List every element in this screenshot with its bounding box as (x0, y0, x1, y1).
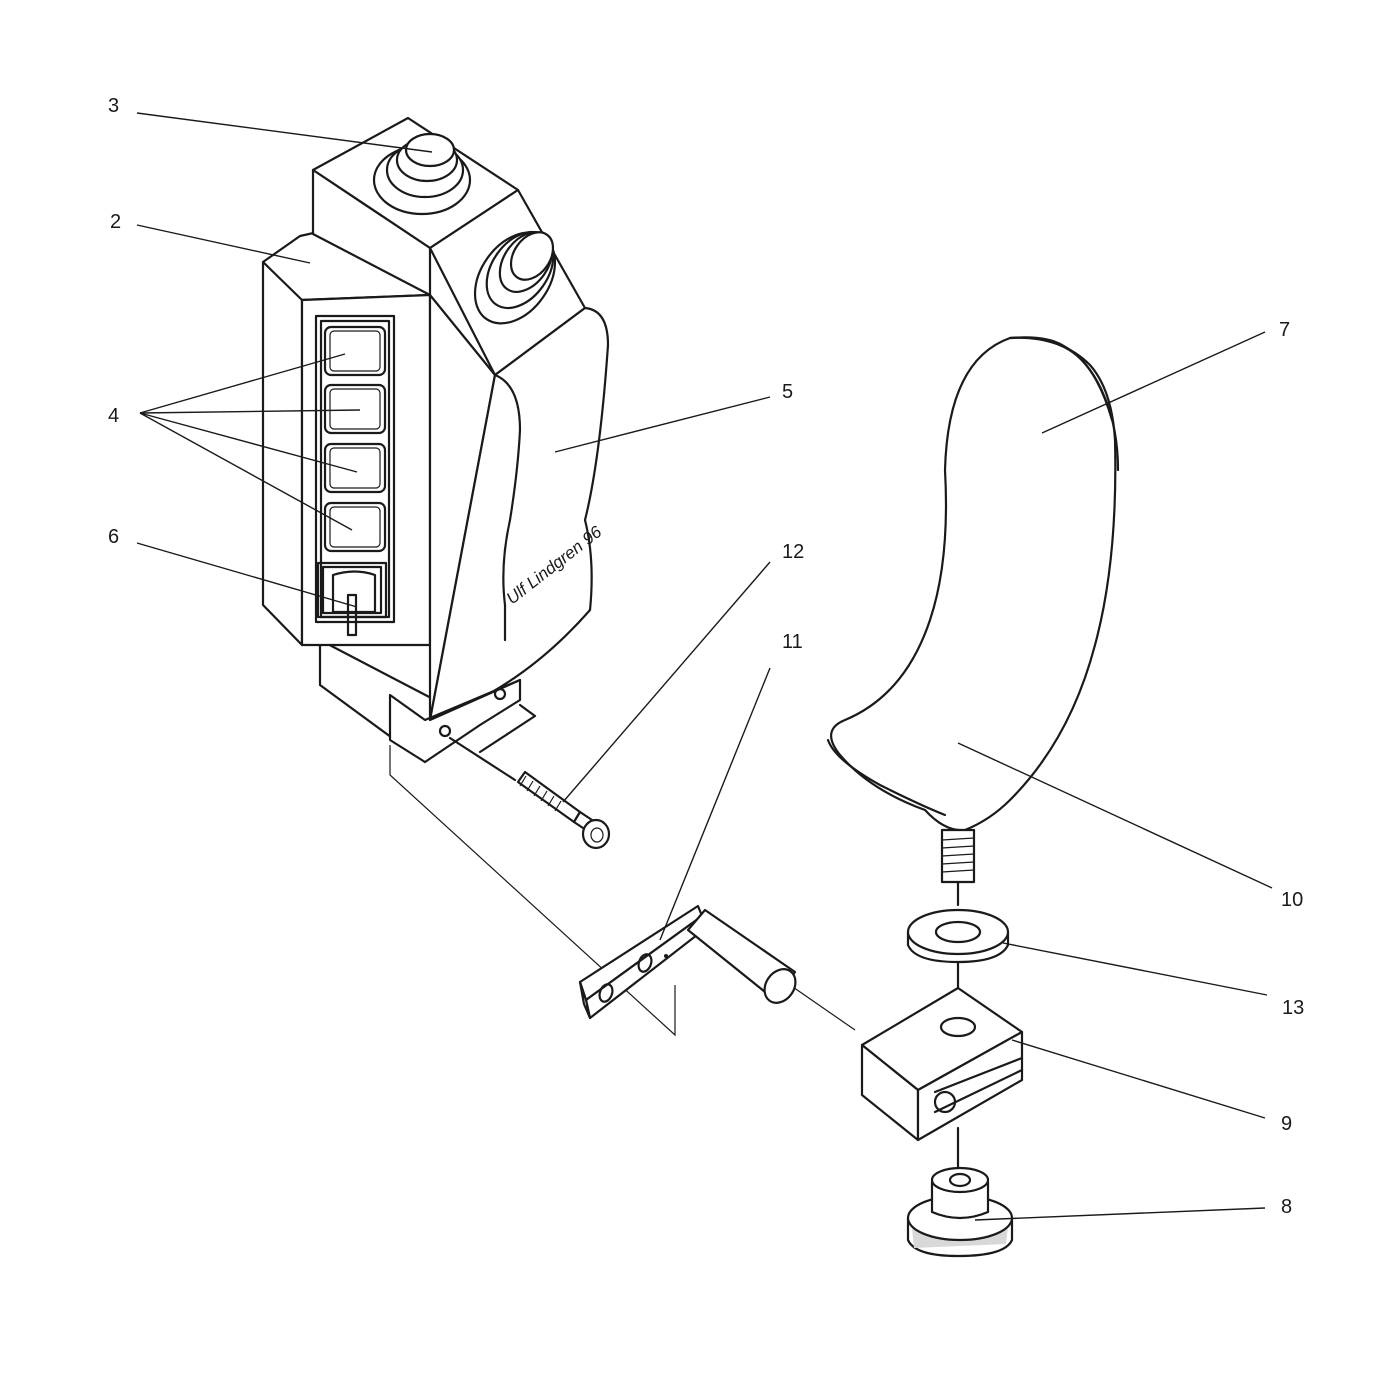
side-button (473, 230, 557, 325)
grip-part-5 (428, 306, 610, 722)
threaded-stud-part-10 (940, 828, 976, 884)
clamp-block-part-9 (860, 986, 1024, 1142)
mounting-bracket (388, 678, 522, 764)
callout-2: 2 (110, 211, 121, 233)
callout-4: 4 (108, 405, 119, 427)
armrest-part-7 (826, 336, 1120, 832)
knob-part-8 (906, 1166, 1014, 1258)
washer-part-13 (906, 908, 1010, 964)
screw-part-12 (448, 736, 611, 850)
callout-12: 12 (782, 541, 804, 563)
button-4c (323, 442, 387, 494)
callout-6: 6 (108, 526, 119, 548)
callout-11: 11 (782, 631, 803, 653)
callout-5: 5 (782, 381, 793, 403)
callout-8: 8 (1281, 1196, 1292, 1218)
button-4a (323, 325, 387, 377)
callout-labels: 3 2 4 6 5 12 11 7 10 13 9 8 (108, 95, 1304, 1218)
leader-lines (136, 112, 1273, 1221)
button-4d (323, 501, 387, 553)
callout-7: 7 (1279, 319, 1290, 341)
callout-3: 3 (108, 95, 119, 117)
toggle-switch-part-6 (316, 561, 388, 637)
pin-plate-part-11 (578, 904, 797, 1020)
top-button-part-3 (372, 132, 472, 216)
button-4b (323, 383, 387, 435)
callout-10: 10 (1281, 889, 1303, 911)
callout-9: 9 (1281, 1113, 1292, 1135)
callout-13: 13 (1282, 997, 1304, 1019)
control-unit: Ulf Lindgren 96 (261, 116, 610, 764)
